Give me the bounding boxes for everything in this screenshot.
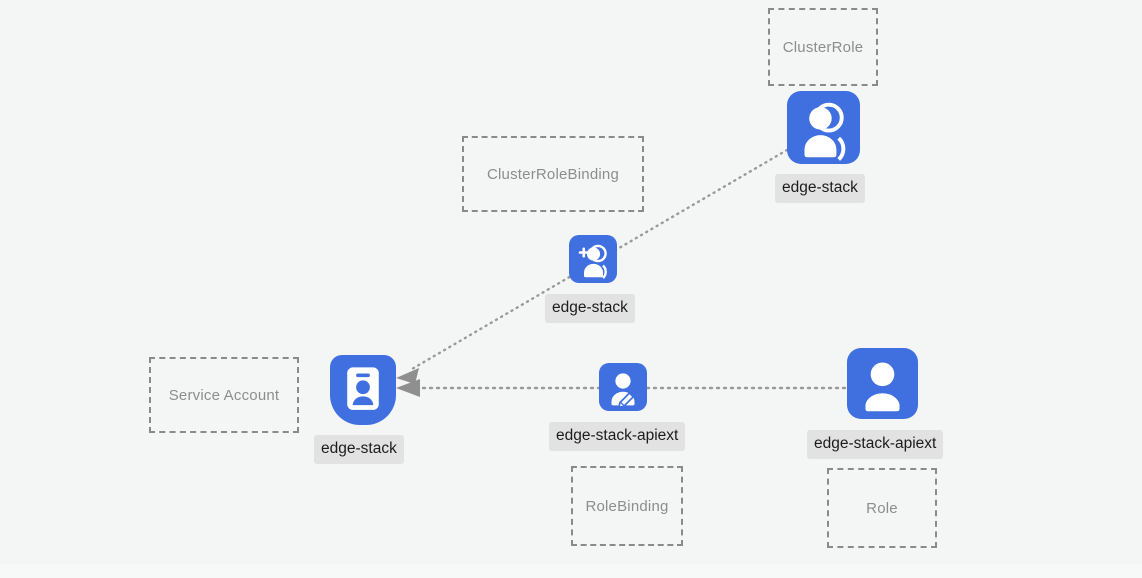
node-label: edge-stack	[782, 179, 858, 196]
node-label-pill: edge-stack	[775, 174, 865, 203]
type-box-clusterrole: ClusterRole	[768, 8, 878, 86]
type-box-role: Role	[827, 468, 937, 548]
type-box-clusterrolebinding: ClusterRoleBinding	[462, 136, 644, 212]
person-edit-icon[interactable]	[599, 363, 647, 411]
type-box-label: ClusterRoleBinding	[486, 165, 619, 183]
canvas-bottom-band	[0, 564, 1142, 578]
person-add-icon[interactable]	[569, 235, 617, 283]
node-label: edge-stack-apiext	[556, 427, 679, 444]
edge-role-to-serviceaccount	[396, 379, 847, 397]
id-badge-shield-icon[interactable]	[330, 355, 396, 425]
node-label-pill: edge-stack-apiext	[549, 422, 686, 451]
node-label: edge-stack-apiext	[814, 435, 937, 452]
node-label-pill: edge-stack-apiext	[807, 430, 944, 459]
node-label-pill: edge-stack	[545, 294, 635, 323]
node-label: edge-stack	[552, 299, 628, 316]
type-box-label: RoleBinding	[585, 497, 669, 515]
type-box-label: Role	[866, 499, 898, 517]
type-box-label: Service Account	[168, 386, 280, 404]
people-group-icon[interactable]	[787, 91, 860, 164]
type-box-service-account: Service Account	[149, 357, 299, 433]
type-box-rolebinding: RoleBinding	[571, 466, 683, 546]
person-icon[interactable]	[847, 348, 918, 419]
type-box-label: ClusterRole	[782, 38, 864, 56]
node-label: edge-stack	[321, 440, 397, 457]
node-label-pill: edge-stack	[314, 435, 404, 464]
